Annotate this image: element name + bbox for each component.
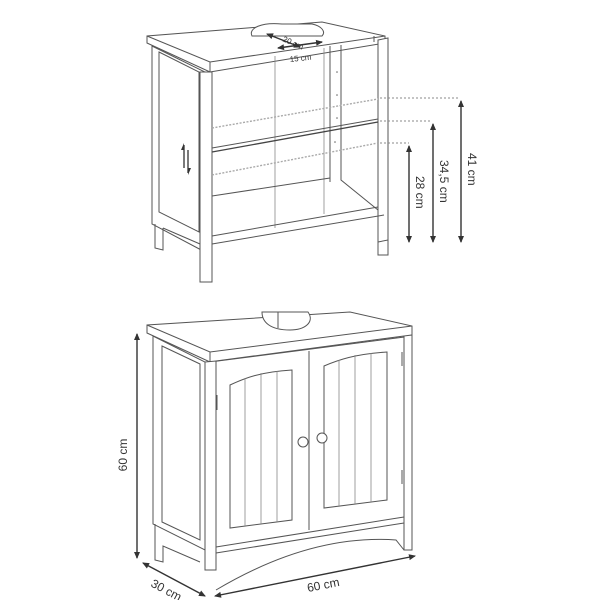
shelf-position-high bbox=[211, 98, 379, 129]
door-knob-left bbox=[297, 436, 309, 448]
interior-view-cabinet bbox=[146, 21, 389, 283]
shelf-low-label: 28 cm bbox=[413, 176, 427, 209]
sink-cutout bbox=[250, 23, 325, 37]
left-door-panel bbox=[229, 369, 293, 529]
depth-arrow bbox=[142, 562, 206, 597]
shelf-mid-label: 34,5 cm bbox=[437, 160, 451, 203]
width-arrow bbox=[214, 554, 416, 598]
side-panel bbox=[152, 335, 206, 551]
height-label: 60 cm bbox=[116, 439, 130, 472]
front-view-cabinet bbox=[146, 311, 413, 591]
cutout-width-label: 15 cm bbox=[289, 53, 312, 64]
shelf-position-low bbox=[211, 142, 379, 176]
cutout-width-arrow bbox=[277, 39, 323, 51]
side-panel bbox=[151, 45, 206, 253]
adjustable-shelf bbox=[211, 121, 379, 153]
shelf-height-dimensions: 41 cm 34,5 cm 28 cm bbox=[380, 97, 479, 243]
depth-label: 30 cm bbox=[149, 576, 184, 600]
up-down-arrows-icon bbox=[181, 143, 191, 175]
sink-cutout bbox=[261, 311, 311, 331]
shelf-high-label: 41 cm bbox=[465, 153, 479, 186]
width-label: 60 cm bbox=[306, 575, 341, 595]
right-door-panel bbox=[323, 351, 388, 509]
door-knob-right bbox=[316, 432, 328, 444]
